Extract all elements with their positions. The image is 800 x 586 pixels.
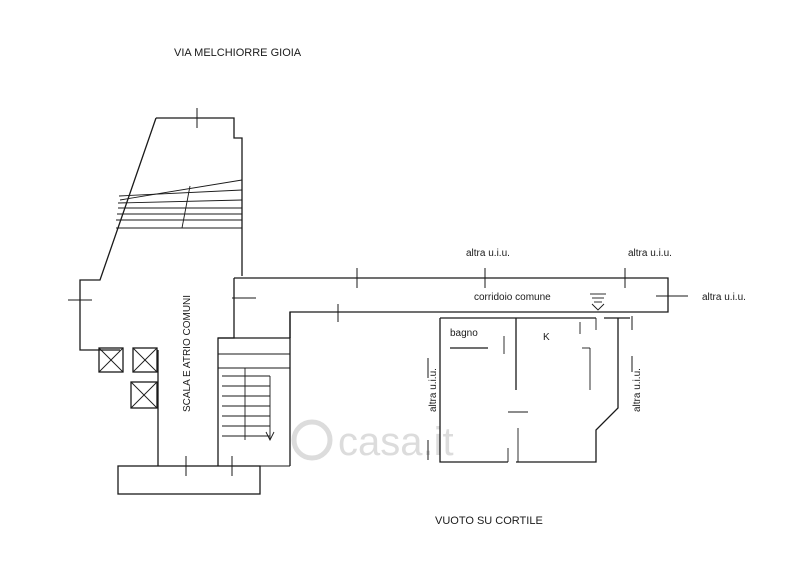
meter-icon <box>590 293 606 311</box>
watermark-text: casa.it <box>338 420 454 464</box>
stair-label: SCALA E ATRIO COMUNI <box>182 295 193 412</box>
upper-stair-block <box>68 108 243 351</box>
corridor-label: corridoio comune <box>474 292 551 303</box>
shaft <box>130 381 158 409</box>
kitchen-label: K <box>543 332 550 343</box>
neighbour-label: altra u.i.u. <box>428 368 439 412</box>
watermark-logo-icon <box>291 419 333 461</box>
bathroom-label: bagno <box>450 328 478 339</box>
shaft-group <box>98 347 158 409</box>
street-label: VIA MELCHIORRE GIOIA <box>174 47 302 59</box>
neighbour-label: altra u.i.u. <box>466 248 510 259</box>
common-corridor: corridoio comune altra u.i.u. altra u.i.… <box>232 248 746 338</box>
neighbour-label: altra u.i.u. <box>702 292 746 303</box>
neighbour-label: altra u.i.u. <box>628 248 672 259</box>
watermark: casa.it <box>291 419 454 464</box>
stair-base <box>117 465 261 495</box>
apartment-unit: bagno K altra u.i.u. altra u.i.u. <box>427 316 643 463</box>
shaft <box>98 347 124 373</box>
neighbour-label: altra u.i.u. <box>632 368 643 412</box>
lower-stair-flight <box>218 337 291 467</box>
shaft <box>132 347 158 373</box>
courtyard-label: VUOTO SU CORTILE <box>435 515 543 527</box>
